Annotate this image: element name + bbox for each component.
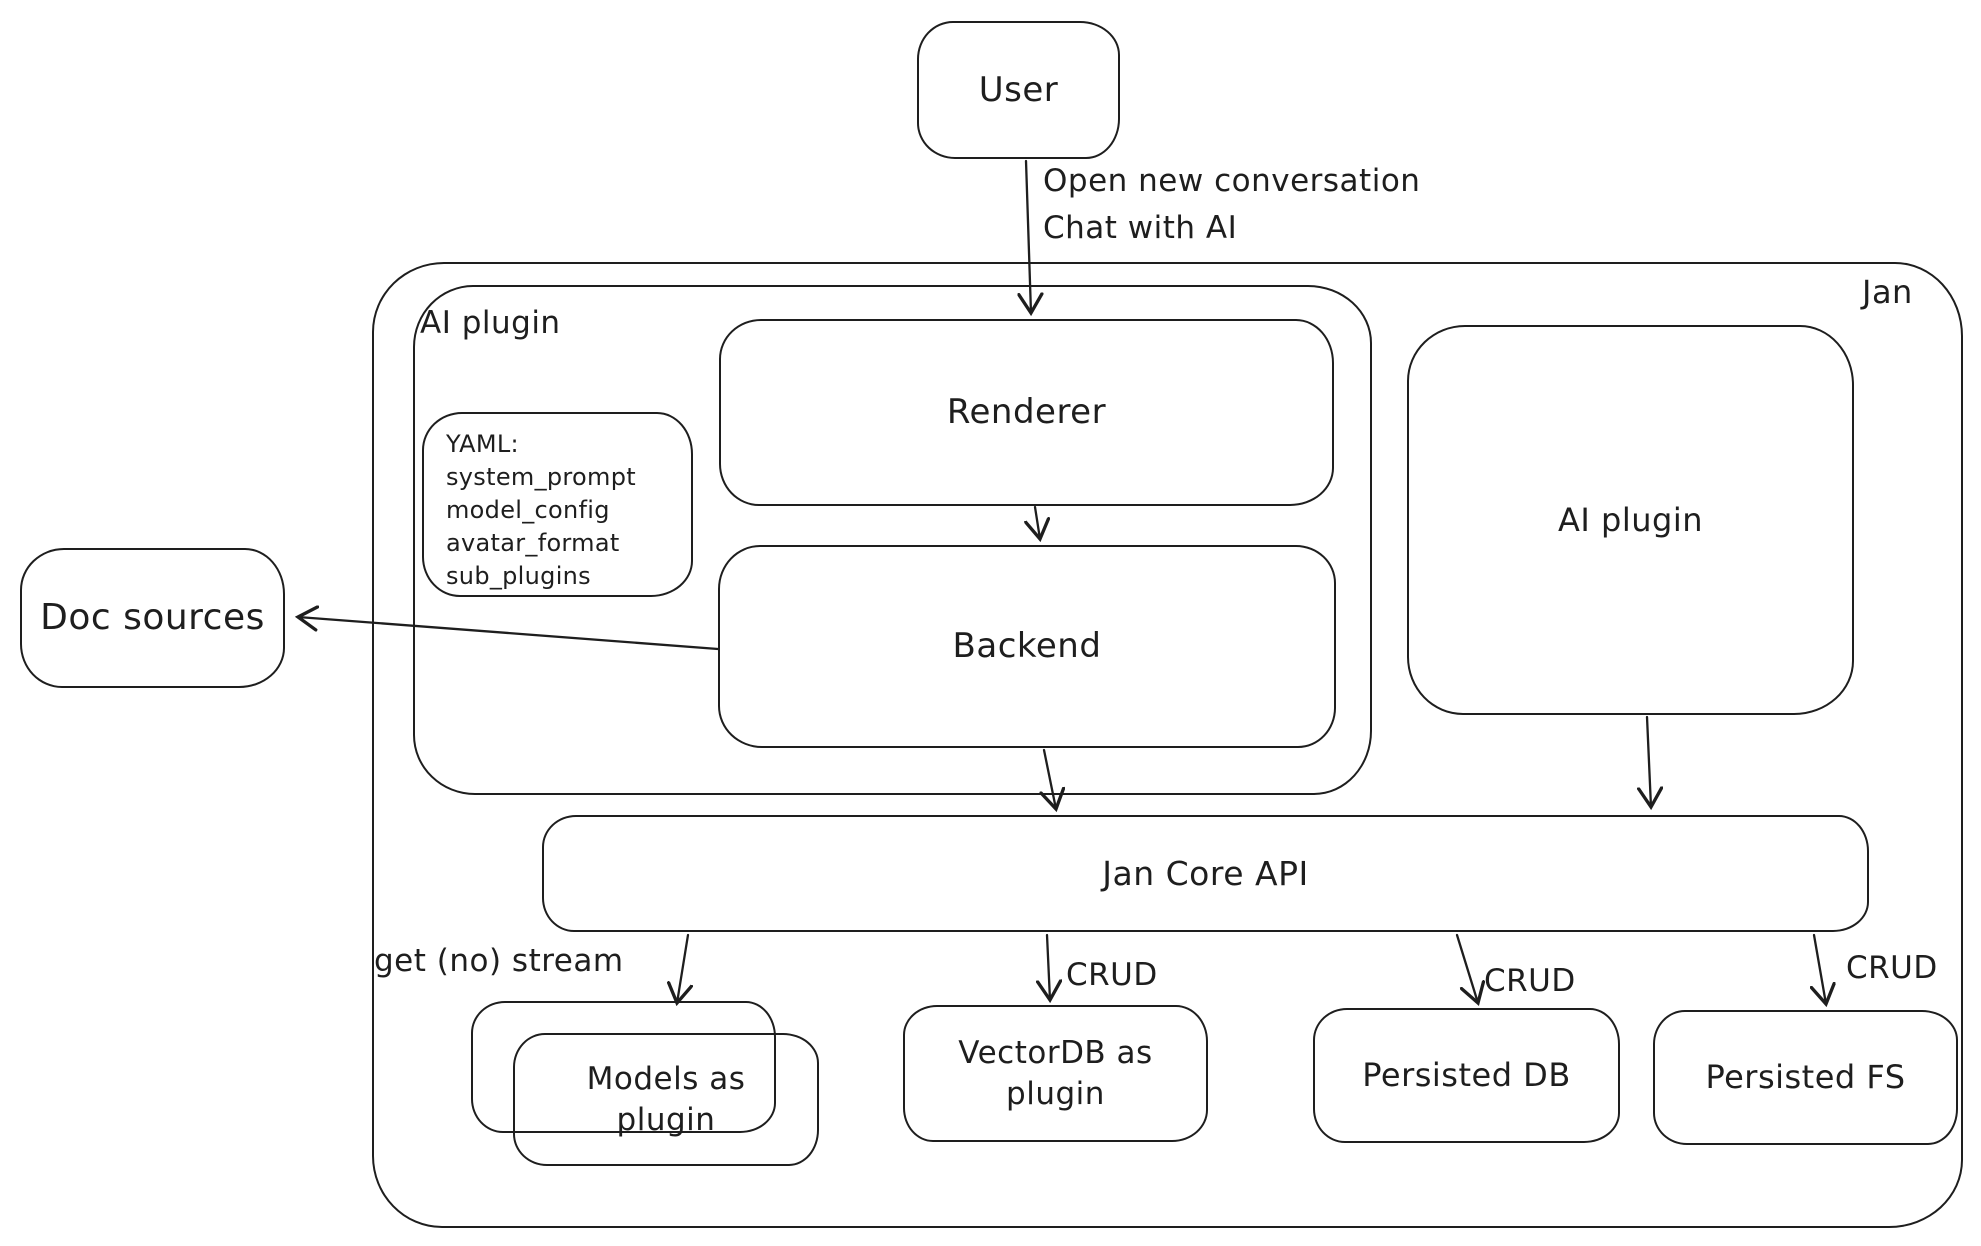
edge-label-open-conversation: Open new conversation Chat with AI (1043, 163, 1421, 246)
vectordb-as-plugin-node: VectorDB as plugin (903, 1005, 1208, 1142)
backend-label: Backend (952, 626, 1102, 667)
user-label: User (978, 69, 1059, 110)
models-as-plugin-node: Models as plugin (513, 1033, 819, 1166)
backend-node: Backend (718, 545, 1336, 748)
jan-container-label: Jan (1862, 273, 1913, 311)
edge-label-crud-persisted-db: CRUD (1484, 963, 1576, 999)
yaml-note: YAML: system_prompt model_config avatar_… (422, 412, 693, 597)
ai-plugin-label: AI plugin (1558, 500, 1703, 539)
renderer-label: Renderer (946, 392, 1107, 433)
persisted-fs-label: Persisted FS (1705, 1058, 1906, 1097)
models-as-plugin-back-box (471, 1001, 776, 1133)
ai-plugin-node: AI plugin (1407, 325, 1854, 715)
vectordb-as-plugin-label: VectorDB as plugin (958, 1034, 1153, 1112)
edge-label-crud-vectordb: CRUD (1066, 957, 1158, 993)
renderer-node: Renderer (719, 319, 1334, 506)
doc-sources-node: Doc sources (20, 548, 285, 688)
yaml-note-text: YAML: system_prompt model_config avatar_… (446, 430, 636, 590)
jan-container (372, 262, 1963, 1228)
ai-plugin-container-label: AI plugin (420, 305, 561, 341)
ai-plugin-container (413, 285, 1372, 795)
jan-core-api-label: Jan Core API (1102, 853, 1309, 893)
user-node: User (917, 21, 1120, 159)
doc-sources-label: Doc sources (40, 597, 265, 639)
edge-label-crud-persisted-fs: CRUD (1846, 950, 1938, 986)
jan-core-api-node: Jan Core API (542, 815, 1869, 932)
models-as-plugin-label: Models as plugin (586, 1060, 746, 1138)
persisted-db-label: Persisted DB (1362, 1056, 1571, 1095)
edge-label-get-no-stream: get (no) stream (374, 943, 624, 979)
persisted-fs-node: Persisted FS (1653, 1010, 1958, 1145)
persisted-db-node: Persisted DB (1313, 1008, 1620, 1143)
